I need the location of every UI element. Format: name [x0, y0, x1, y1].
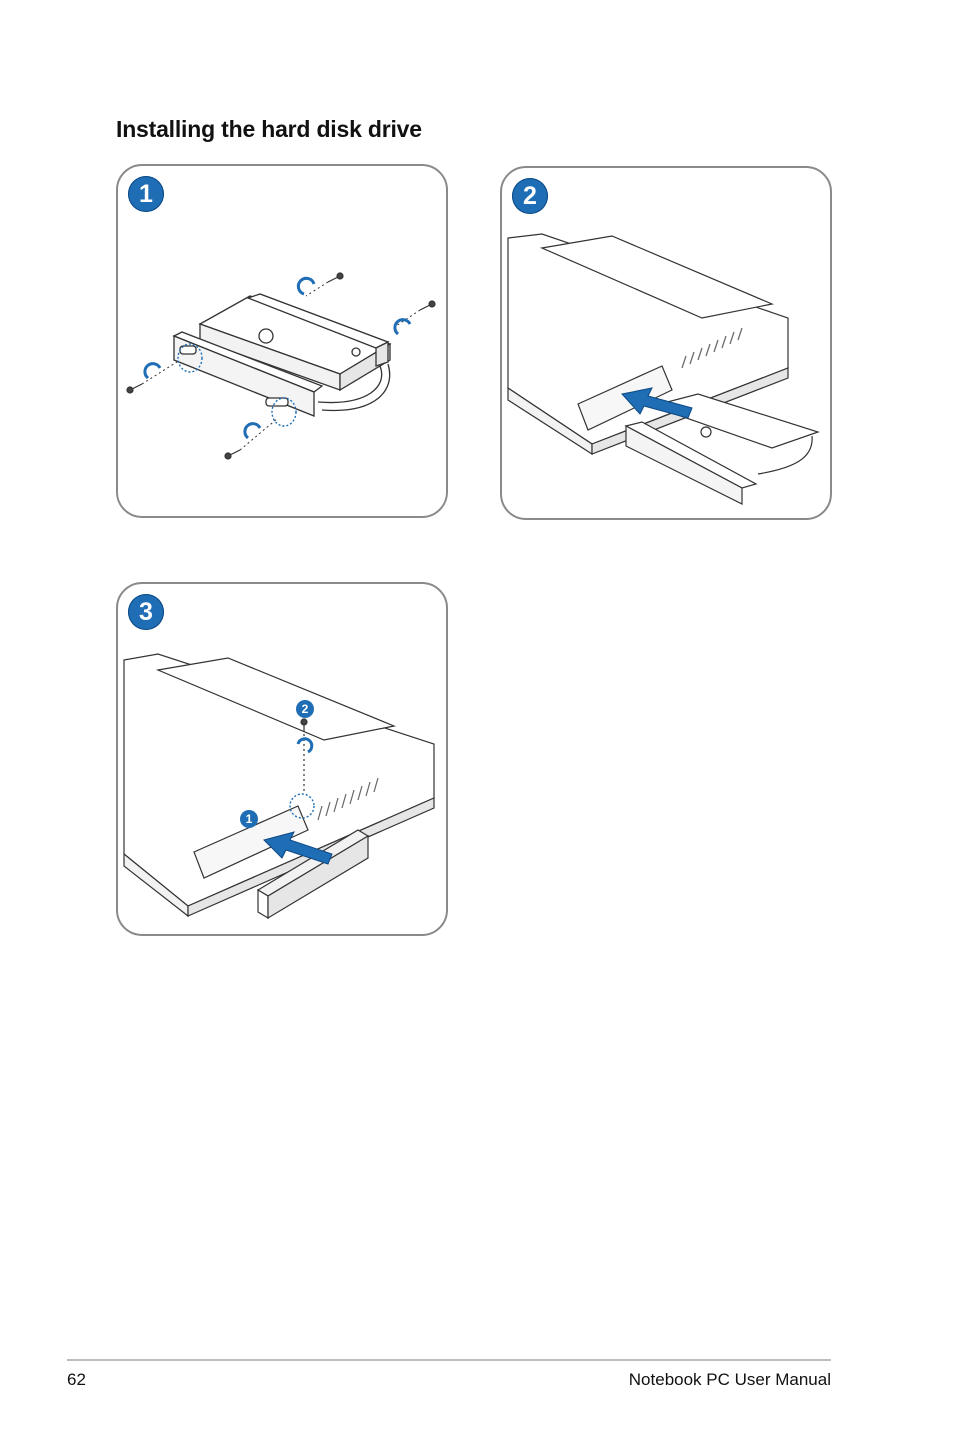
step-3-panel: 3 1 2	[116, 582, 448, 936]
step-3-badge: 3	[128, 594, 164, 630]
hdd-bracket-illustration	[126, 272, 436, 460]
footer-divider	[67, 1359, 831, 1361]
sub-step-1-badge: 1	[240, 810, 258, 828]
step-1-badge: 1	[128, 176, 164, 212]
page-number: 62	[67, 1370, 86, 1389]
step-2-badge: 2	[512, 178, 548, 214]
step-2-panel: 2	[500, 166, 832, 520]
manual-title: Notebook PC User Manual	[628, 1370, 831, 1389]
notebook-insert-illustration	[507, 233, 820, 505]
section-heading: Installing the hard disk drive	[116, 116, 422, 142]
sub-step-2-badge: 2	[296, 700, 314, 718]
cover-secure-illustration	[123, 653, 435, 920]
step-1-panel: 1	[116, 164, 448, 518]
